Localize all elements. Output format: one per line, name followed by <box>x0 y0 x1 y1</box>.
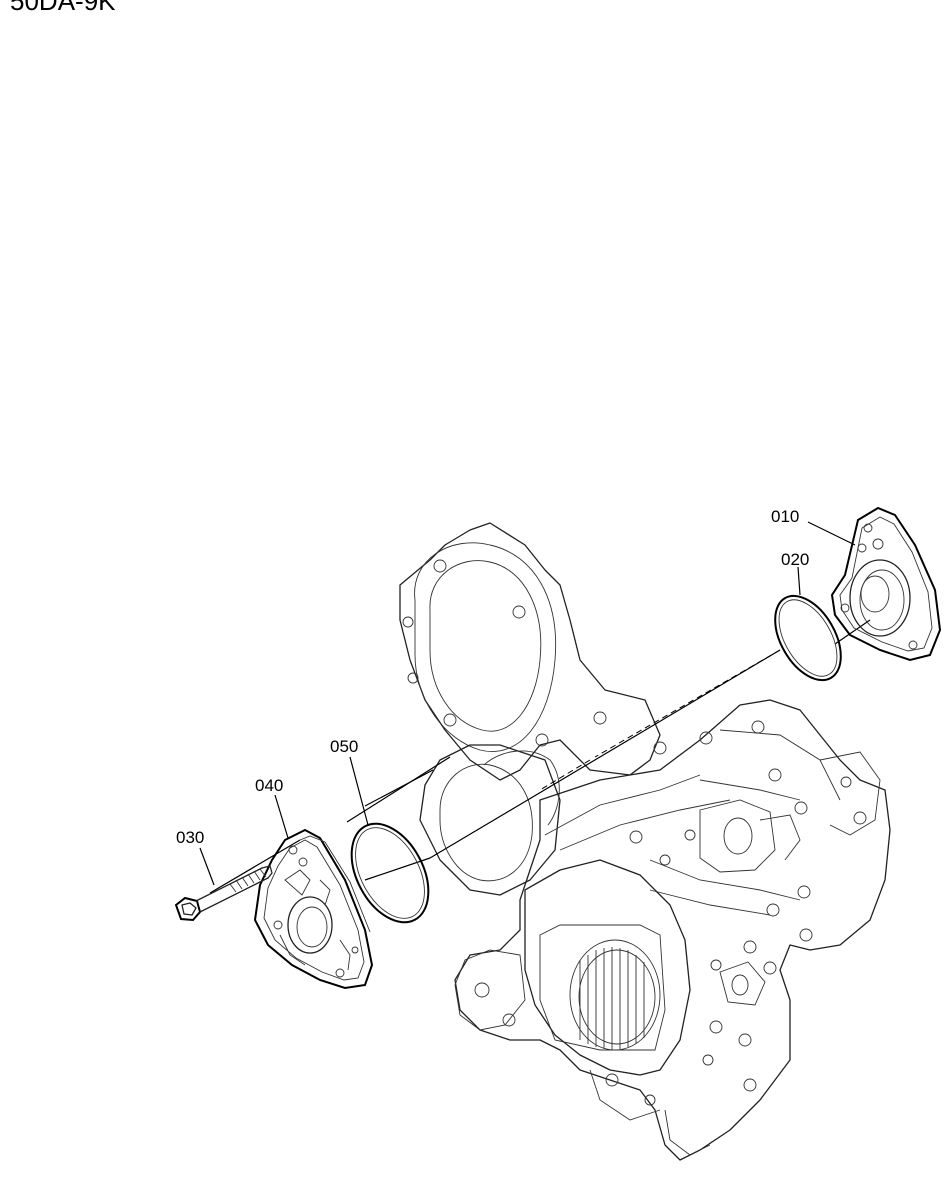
callout-040: 040 <box>255 776 283 795</box>
part-010-cover[interactable] <box>830 506 942 662</box>
part-040-cover[interactable] <box>253 828 374 990</box>
callout-leaders <box>199 521 856 886</box>
callout-010: 010 <box>771 507 799 526</box>
callout-030: 030 <box>176 828 204 847</box>
callout-050: 050 <box>330 737 358 756</box>
model-code: 50DA-9K <box>10 0 116 16</box>
part-030-bolt[interactable] <box>174 865 273 922</box>
callout-020: 020 <box>781 550 809 569</box>
transmission-housing <box>399 522 891 1161</box>
part-020-o-ring[interactable] <box>762 585 855 692</box>
part-050-o-ring[interactable] <box>336 811 444 936</box>
